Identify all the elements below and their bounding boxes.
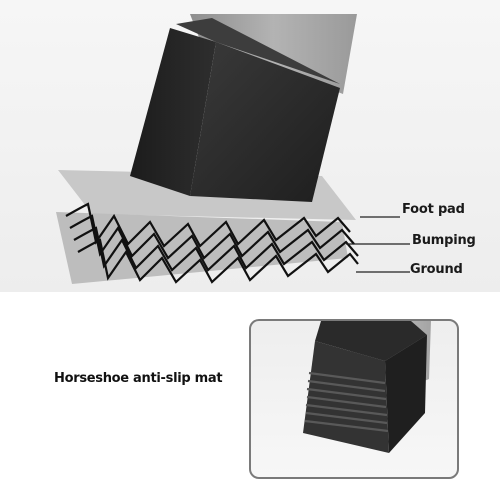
ground-label: Ground bbox=[410, 262, 463, 277]
ground-plate-front bbox=[56, 212, 348, 284]
closeup-cap-top bbox=[315, 321, 427, 361]
mat-caption: Horseshoe anti-slip mat bbox=[54, 371, 223, 386]
closeup-ribs bbox=[304, 371, 389, 433]
bumping-waves bbox=[65, 202, 359, 284]
foot-pad-diagram bbox=[56, 14, 410, 284]
anti-slip-mat-image bbox=[303, 321, 431, 453]
foot-pad-cap-top bbox=[176, 18, 340, 84]
foot-pad-cap-side bbox=[130, 28, 216, 196]
diagram-panel: Foot pad Bumping Ground bbox=[0, 0, 500, 292]
anti-slip-mat-closeup bbox=[249, 319, 459, 479]
foot-pad-label: Foot pad bbox=[402, 202, 465, 217]
closeup-cap-side bbox=[385, 335, 427, 453]
closeup-cap-front bbox=[303, 341, 389, 453]
bumping-label: Bumping bbox=[412, 233, 476, 248]
foot-pad-cap-front bbox=[190, 42, 340, 202]
